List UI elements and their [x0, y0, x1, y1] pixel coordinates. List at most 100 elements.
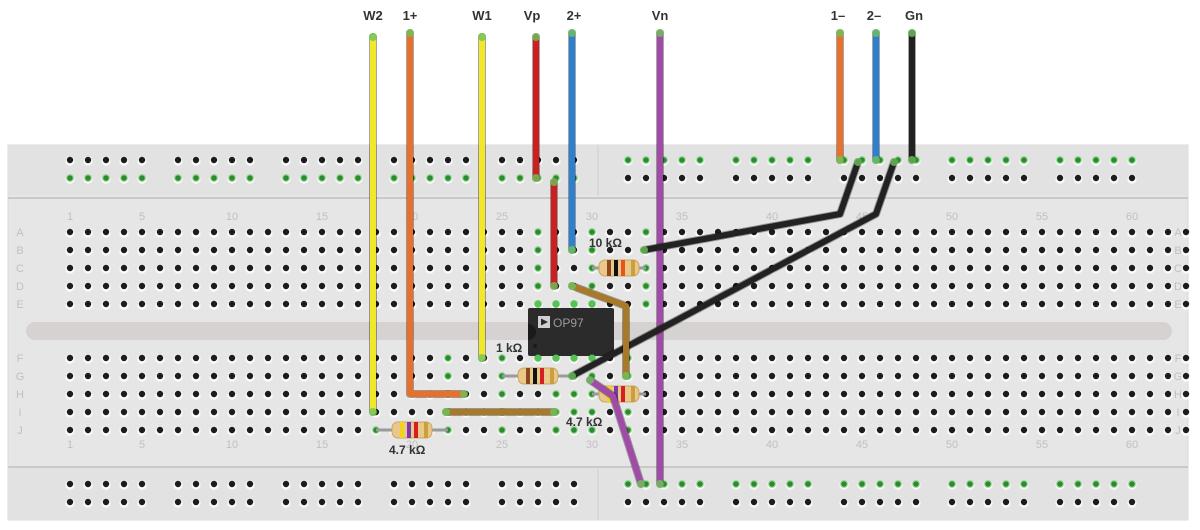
- hole-G51[interactable]: [965, 372, 975, 382]
- hole-G38[interactable]: [731, 372, 741, 382]
- hole-F9[interactable]: [209, 354, 219, 364]
- hole-B38[interactable]: [731, 246, 741, 256]
- hole-C45[interactable]: [857, 264, 867, 274]
- hole-J56[interactable]: [1055, 426, 1065, 436]
- hole-H38[interactable]: [731, 390, 741, 400]
- hole-E26[interactable]: [515, 300, 525, 310]
- hole-C5[interactable]: [137, 264, 147, 274]
- hole-E46[interactable]: [875, 300, 885, 310]
- rail-hole[interactable]: [623, 156, 633, 166]
- hole-J27[interactable]: [533, 426, 543, 436]
- hole-J33[interactable]: [641, 426, 651, 436]
- rail-hole[interactable]: [1091, 480, 1101, 490]
- hole-A42[interactable]: [803, 228, 813, 238]
- hole-D6[interactable]: [155, 282, 165, 292]
- hole-I59[interactable]: [1109, 408, 1119, 418]
- hole-G46[interactable]: [875, 372, 885, 382]
- hole-B63[interactable]: [1181, 246, 1191, 256]
- rail-hole[interactable]: [695, 498, 705, 508]
- resistor-r10k[interactable]: 10 kΩ: [589, 236, 646, 277]
- hole-I53[interactable]: [1001, 408, 1011, 418]
- hole-J62[interactable]: [1163, 426, 1173, 436]
- rail-hole[interactable]: [83, 498, 93, 508]
- rail-hole[interactable]: [1127, 174, 1137, 184]
- hole-A45[interactable]: [857, 228, 867, 238]
- hole-C44[interactable]: [839, 264, 849, 274]
- hole-B55[interactable]: [1037, 246, 1047, 256]
- rail-hole[interactable]: [677, 480, 687, 490]
- hole-D32[interactable]: [623, 282, 633, 292]
- hole-J39[interactable]: [749, 426, 759, 436]
- hole-F62[interactable]: [1163, 354, 1173, 364]
- hole-I7[interactable]: [173, 408, 183, 418]
- hole-C60[interactable]: [1127, 264, 1137, 274]
- hole-E8[interactable]: [191, 300, 201, 310]
- hole-G59[interactable]: [1109, 372, 1119, 382]
- hole-J5[interactable]: [137, 426, 147, 436]
- hole-I43[interactable]: [821, 408, 831, 418]
- hole-B39[interactable]: [749, 246, 759, 256]
- rail-hole[interactable]: [299, 498, 309, 508]
- hole-B10[interactable]: [227, 246, 237, 256]
- hole-A57[interactable]: [1073, 228, 1083, 238]
- hole-I44[interactable]: [839, 408, 849, 418]
- hole-H36[interactable]: [695, 390, 705, 400]
- hole-G3[interactable]: [101, 372, 111, 382]
- hole-J37[interactable]: [713, 426, 723, 436]
- hole-C63[interactable]: [1181, 264, 1191, 274]
- hole-I52[interactable]: [983, 408, 993, 418]
- rail-hole[interactable]: [137, 156, 147, 166]
- wire-w2[interactable]: [369, 33, 377, 416]
- hole-D53[interactable]: [1001, 282, 1011, 292]
- rail-hole[interactable]: [497, 498, 507, 508]
- hole-H17[interactable]: [353, 390, 363, 400]
- rail-hole[interactable]: [551, 156, 561, 166]
- hole-C61[interactable]: [1145, 264, 1155, 274]
- hole-F22[interactable]: [443, 354, 453, 364]
- hole-C59[interactable]: [1109, 264, 1119, 274]
- rail-hole[interactable]: [353, 480, 363, 490]
- hole-C35[interactable]: [677, 264, 687, 274]
- rail-hole[interactable]: [1055, 498, 1065, 508]
- hole-I21[interactable]: [425, 408, 435, 418]
- hole-I46[interactable]: [875, 408, 885, 418]
- hole-D60[interactable]: [1127, 282, 1137, 292]
- rail-hole[interactable]: [1109, 174, 1119, 184]
- hole-E15[interactable]: [317, 300, 327, 310]
- hole-E52[interactable]: [983, 300, 993, 310]
- rail-hole[interactable]: [1109, 156, 1119, 166]
- hole-E7[interactable]: [173, 300, 183, 310]
- hole-D2[interactable]: [83, 282, 93, 292]
- hole-F41[interactable]: [785, 354, 795, 364]
- hole-C21[interactable]: [425, 264, 435, 274]
- hole-H56[interactable]: [1055, 390, 1065, 400]
- hole-A56[interactable]: [1055, 228, 1065, 238]
- wire-vp[interactable]: [550, 178, 558, 290]
- hole-A51[interactable]: [965, 228, 975, 238]
- hole-C29[interactable]: [569, 264, 579, 274]
- hole-I12[interactable]: [263, 408, 273, 418]
- wire-2-plus[interactable]: [568, 29, 576, 254]
- rail-hole[interactable]: [1073, 480, 1083, 490]
- hole-I1[interactable]: [65, 408, 75, 418]
- hole-C38[interactable]: [731, 264, 741, 274]
- hole-I62[interactable]: [1163, 408, 1173, 418]
- hole-C16[interactable]: [335, 264, 345, 274]
- hole-F63[interactable]: [1181, 354, 1191, 364]
- hole-I3[interactable]: [101, 408, 111, 418]
- hole-J43[interactable]: [821, 426, 831, 436]
- hole-C17[interactable]: [353, 264, 363, 274]
- hole-I6[interactable]: [155, 408, 165, 418]
- hole-H45[interactable]: [857, 390, 867, 400]
- hole-B45[interactable]: [857, 246, 867, 256]
- hole-H15[interactable]: [317, 390, 327, 400]
- hole-E12[interactable]: [263, 300, 273, 310]
- rail-hole[interactable]: [911, 174, 921, 184]
- hole-B32[interactable]: [623, 246, 633, 256]
- hole-I49[interactable]: [929, 408, 939, 418]
- rail-hole[interactable]: [1073, 156, 1083, 166]
- hole-B40[interactable]: [767, 246, 777, 256]
- rail-hole[interactable]: [785, 174, 795, 184]
- rail-hole[interactable]: [407, 498, 417, 508]
- rail-hole[interactable]: [335, 174, 345, 184]
